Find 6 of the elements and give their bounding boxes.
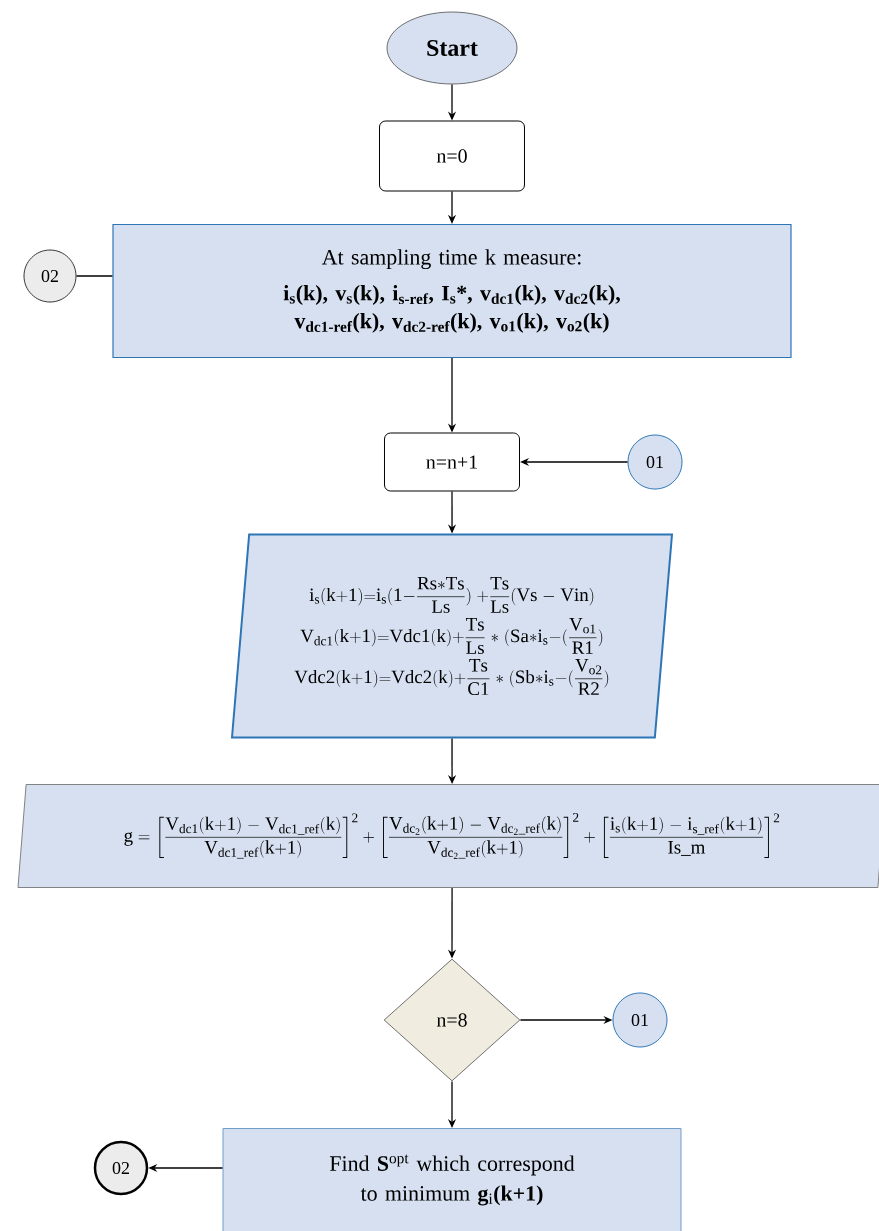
process-box: Find S$^{opt}$ which correspond to minimum g$_{i}$(k+1) [222,1128,682,1231]
process-box: n=n+1 [384,432,520,492]
process-box: At sampling time k measure: i$_{s}$(k), v$_{s}$(k), i$_{s-ref}$, I$_{s}$*, v$_{dc1}$(k), v$_{dc2}$(k), v$_{dc1-ref}$(k), v$_{dc2-ref}$(k), v$_{o1}$(k), v$_{o2}$(k) [112,223,792,359]
process-box: n=0 [379,120,525,192]
start-oval: Start [386,11,518,85]
equation-parallelogram: $\mathrm{g = \left[\dfrac{V_{dc1}(k{+}1)\ {-}\ V_{dc1\_ref}(k)}{V_{dc1\_ref}(k{+}1)}\right]^2 + \left[\dfrac{V_{dc_2}(k{+}1)\ {-}\ V_{dc_2\_ref}(k)}{V_{dc_2\_ref}(k{+}1)}\right]^2 + \left[\dfrac{i_s(k{+}1)\ {-}\ i_{s\_ref}(k{+}1)}{Is\_m}\right]^2}$ [17,784,879,888]
